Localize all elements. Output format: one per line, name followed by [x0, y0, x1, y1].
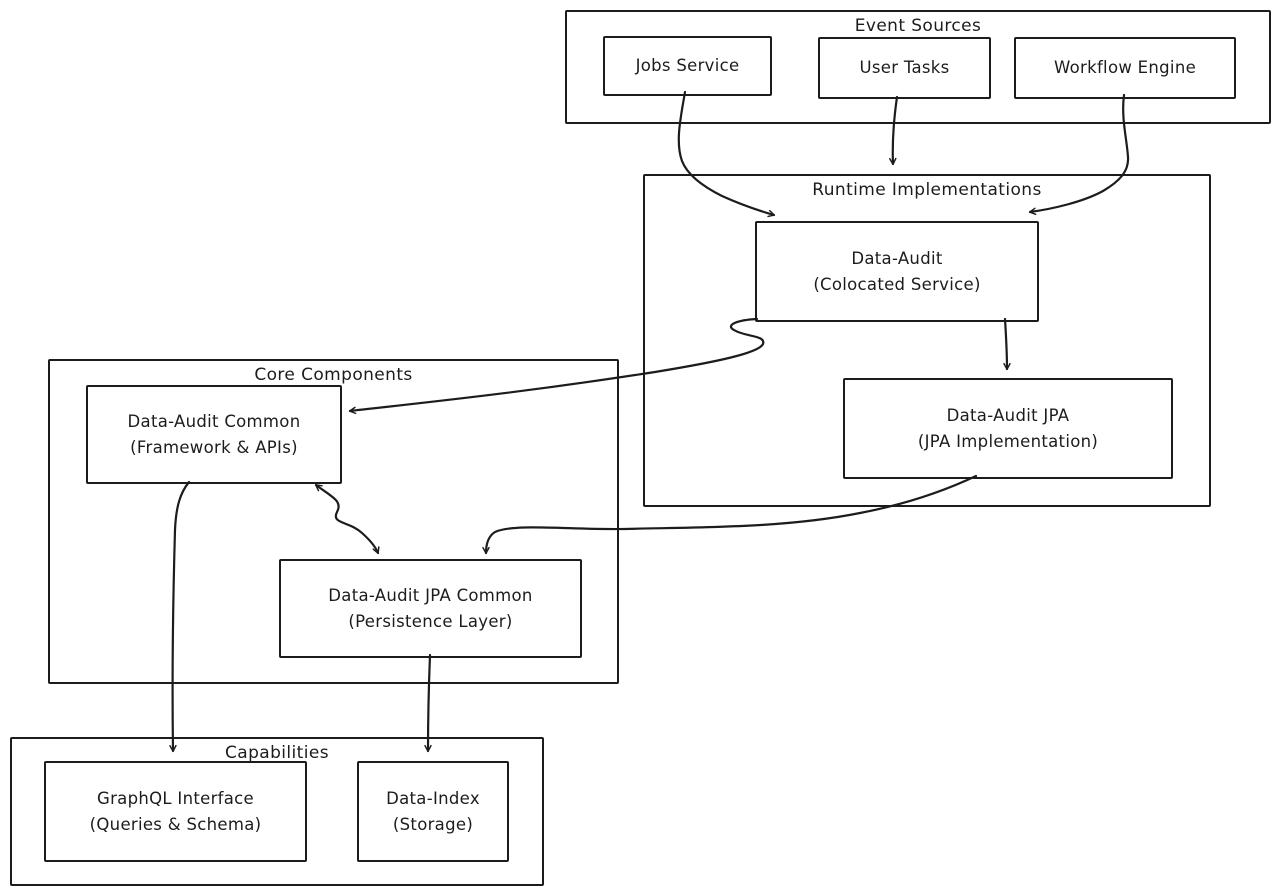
node-label: Data-Audit: [851, 248, 943, 268]
node-data-audit: Data-Audit (Colocated Service): [755, 221, 1039, 322]
node-user-tasks: User Tasks: [818, 37, 991, 99]
group-title-capabilities: Capabilities: [225, 743, 329, 763]
node-data-audit-common: Data-Audit Common (Framework & APIs): [86, 385, 342, 484]
node-label: Data-Audit JPA Common: [328, 585, 533, 605]
node-data-audit-jpa: Data-Audit JPA (JPA Implementation): [843, 378, 1173, 479]
node-jobs-service: Jobs Service: [603, 36, 772, 96]
node-sublabel: (JPA Implementation): [917, 431, 1099, 451]
node-data-audit-jpa-common: Data-Audit JPA Common (Persistence Layer…: [279, 559, 582, 658]
node-label: GraphQL Interface: [96, 788, 254, 808]
node-label: Data-Audit Common: [127, 411, 301, 431]
node-label: Jobs Service: [635, 56, 740, 76]
node-sublabel: (Storage): [392, 814, 474, 834]
node-sublabel: (Colocated Service): [813, 274, 981, 294]
node-label: User Tasks: [859, 58, 950, 78]
node-label: Workflow Engine: [1053, 58, 1197, 78]
node-sublabel: (Queries & Schema): [89, 814, 262, 834]
node-workflow-engine: Workflow Engine: [1014, 37, 1236, 99]
group-title-core-components: Core Components: [254, 365, 413, 385]
node-graphql-interface: GraphQL Interface (Queries & Schema): [44, 761, 307, 862]
group-capabilities: Capabilities: [10, 737, 544, 886]
group-title-event-sources: Event Sources: [854, 16, 982, 36]
node-sublabel: (Framework & APIs): [130, 437, 298, 457]
node-label: Data-Index: [386, 788, 480, 808]
group-title-runtime-implementations: Runtime Implementations: [812, 180, 1042, 200]
group-event-sources: Event Sources: [565, 10, 1271, 124]
node-data-index: Data-Index (Storage): [357, 761, 509, 862]
node-label: Data-Audit JPA: [946, 405, 1070, 425]
node-sublabel: (Persistence Layer): [348, 611, 513, 631]
